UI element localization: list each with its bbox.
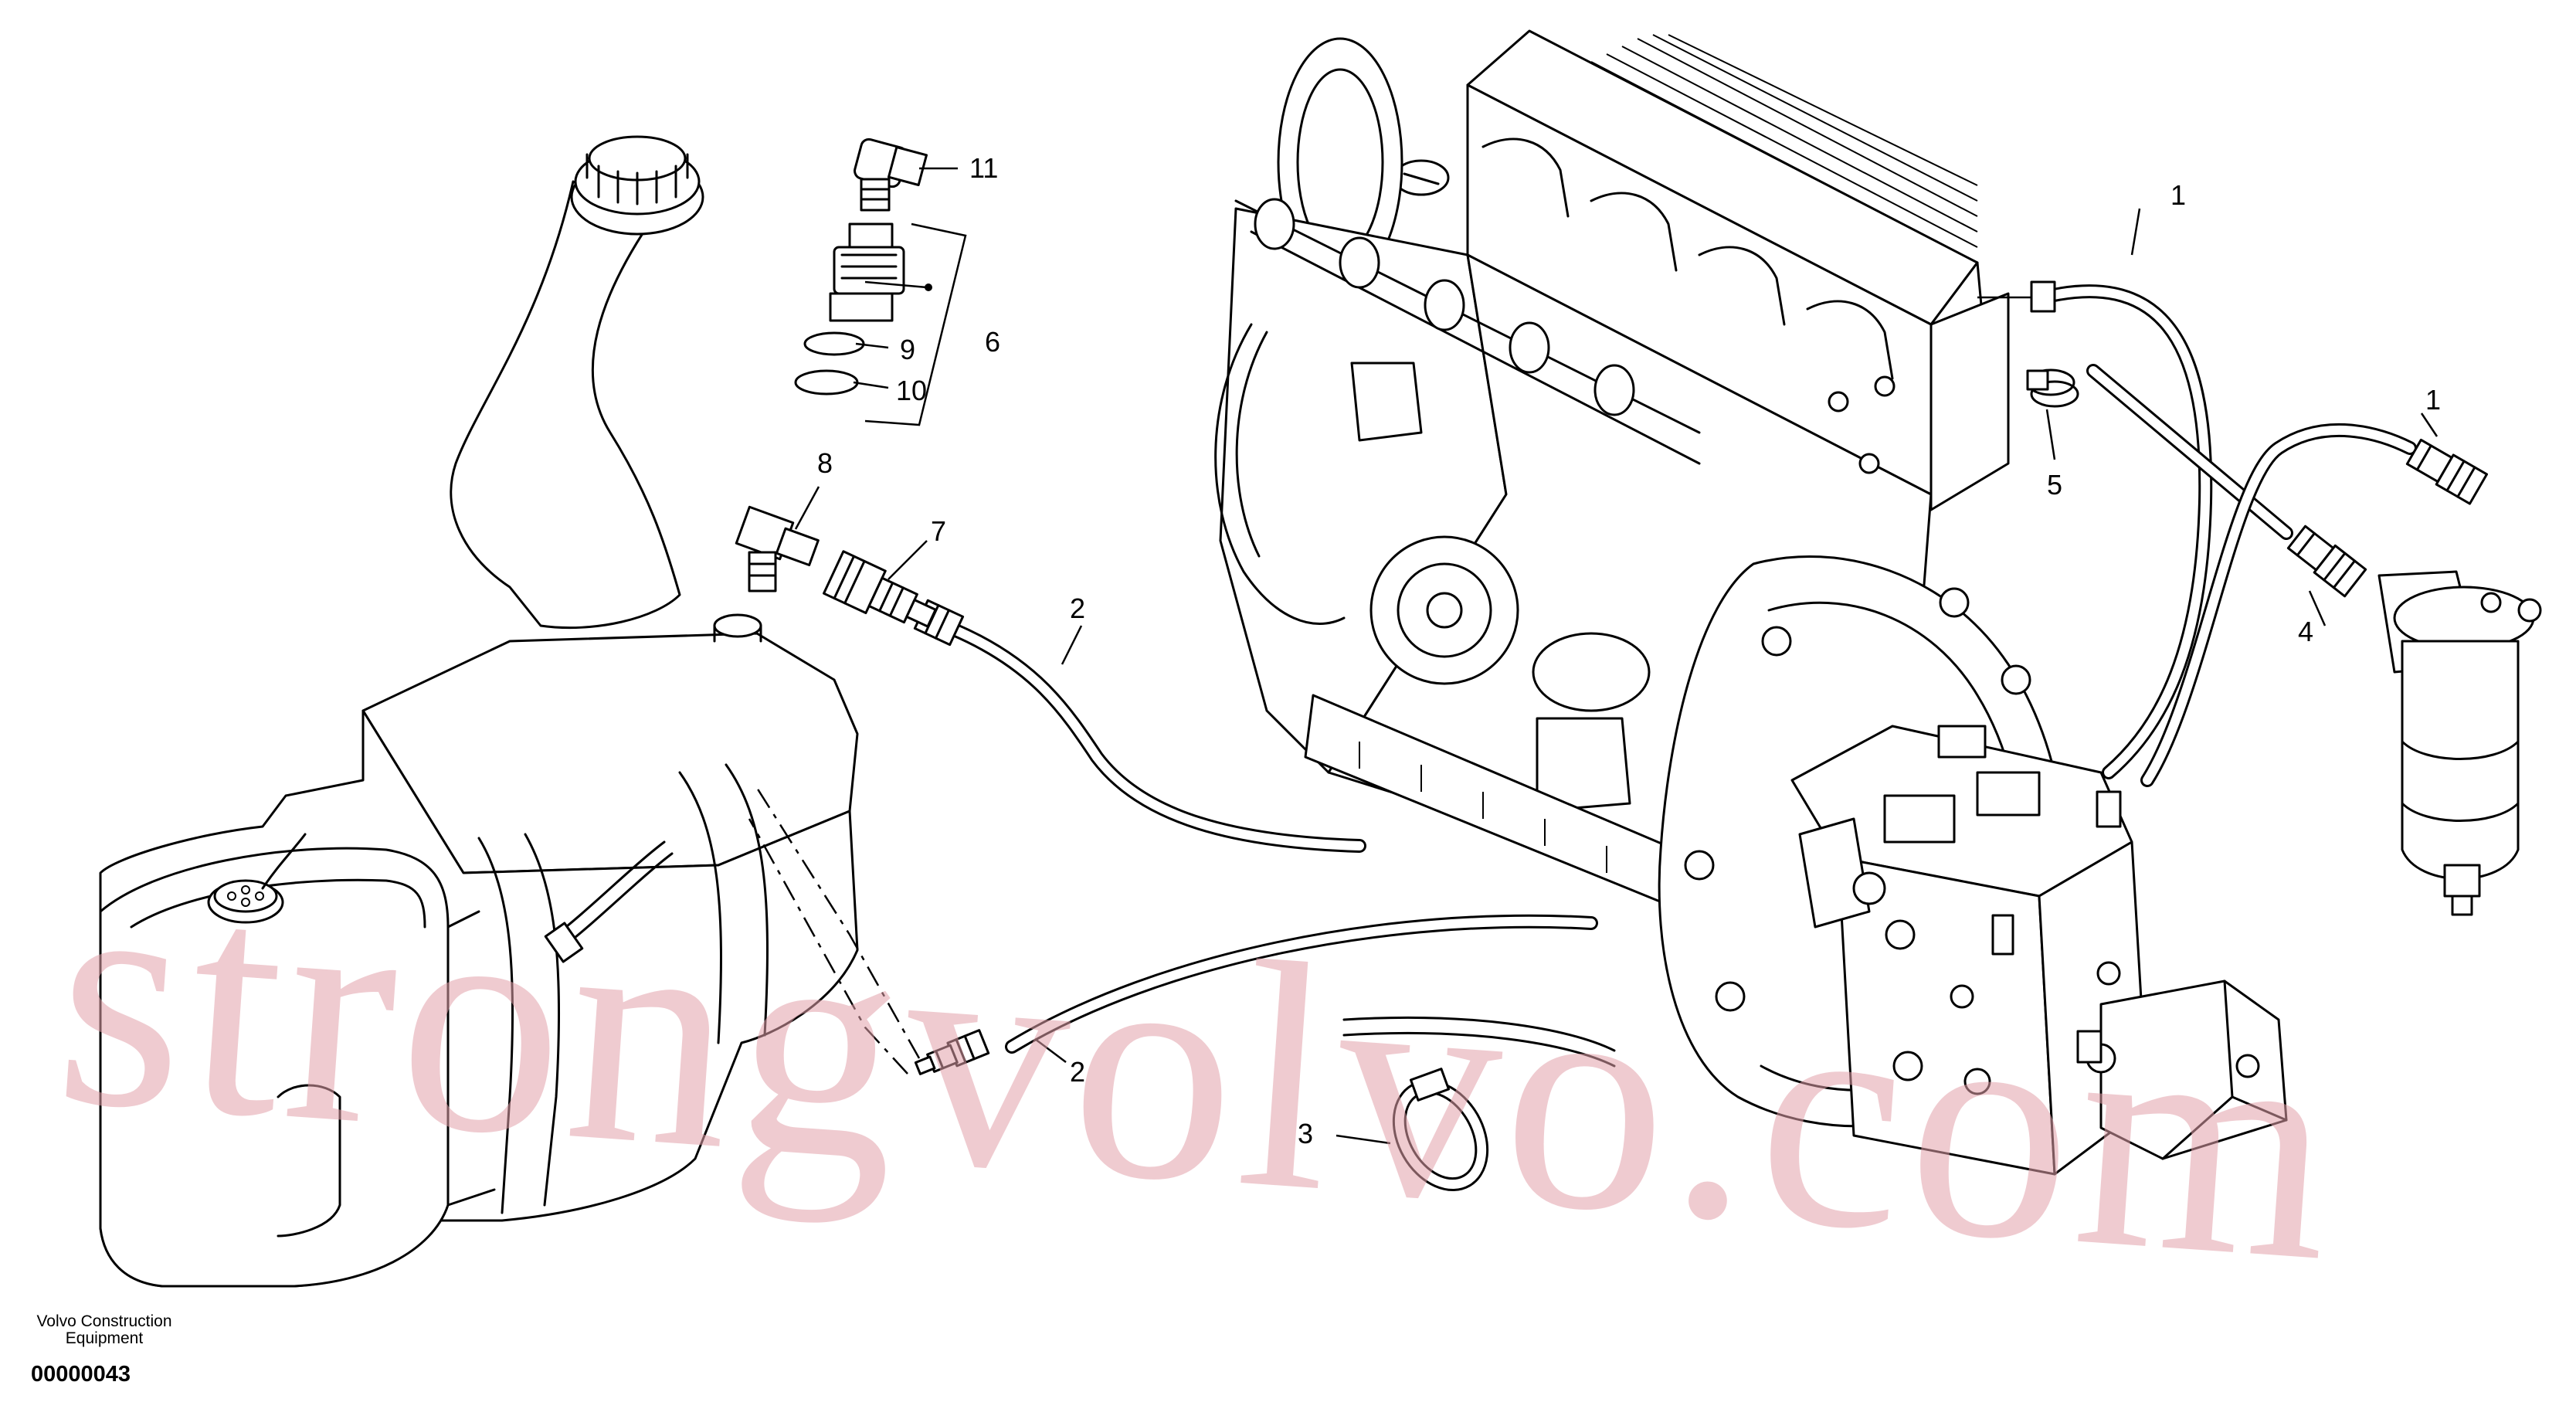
brand-label: Volvo Construction Equipment (31, 1313, 178, 1347)
callout-4: 4 (2298, 616, 2313, 647)
callout-1-lower: 2 (1070, 1056, 1085, 1088)
hydraulic-pump (1790, 725, 2288, 1176)
leader-lines (794, 167, 2439, 1145)
callout-2-left: 2 (1070, 592, 1085, 624)
hose-1-underside (1342, 1016, 1616, 1068)
callout-6: 8 (817, 447, 833, 479)
callout-7: 7 (931, 515, 946, 547)
clamp-5 (2026, 368, 2079, 408)
o-ring-10 (794, 369, 859, 396)
hose-1-lower (748, 787, 1598, 1075)
hose-1-right (2140, 423, 2488, 787)
callout-3: 3 (1298, 1118, 1313, 1149)
hose-2-right (2030, 280, 2213, 779)
hose-clamp-3 (1392, 1068, 1489, 1192)
callouts: 11 6 9 10 8 7 2 2 3 1 5 4 1 (817, 152, 2441, 1149)
hose-4 (2086, 364, 2367, 598)
o-ring-9 (803, 331, 865, 356)
callout-1-right: 1 (2425, 384, 2441, 416)
fuel-tank (99, 135, 859, 1288)
callout-2-right: 1 (2170, 179, 2186, 211)
fitting-6-elbow (735, 505, 820, 592)
callout-10: 10 (896, 375, 927, 406)
fitting-8-coupling (829, 222, 905, 322)
brand-line-2: Equipment (65, 1329, 144, 1347)
callout-5: 5 (2047, 469, 2062, 501)
fuel-filter (2377, 570, 2542, 916)
callout-11: 11 (969, 152, 998, 184)
fitting-11-elbow (854, 138, 928, 212)
hose-2-left (913, 599, 1366, 853)
callout-9: 9 (900, 334, 915, 365)
drawing-number: 00000043 (31, 1362, 131, 1387)
brand-line-1: Volvo Construction (36, 1312, 172, 1330)
callout-8: 6 (985, 326, 1000, 358)
fitting-7-adapter (823, 550, 937, 628)
